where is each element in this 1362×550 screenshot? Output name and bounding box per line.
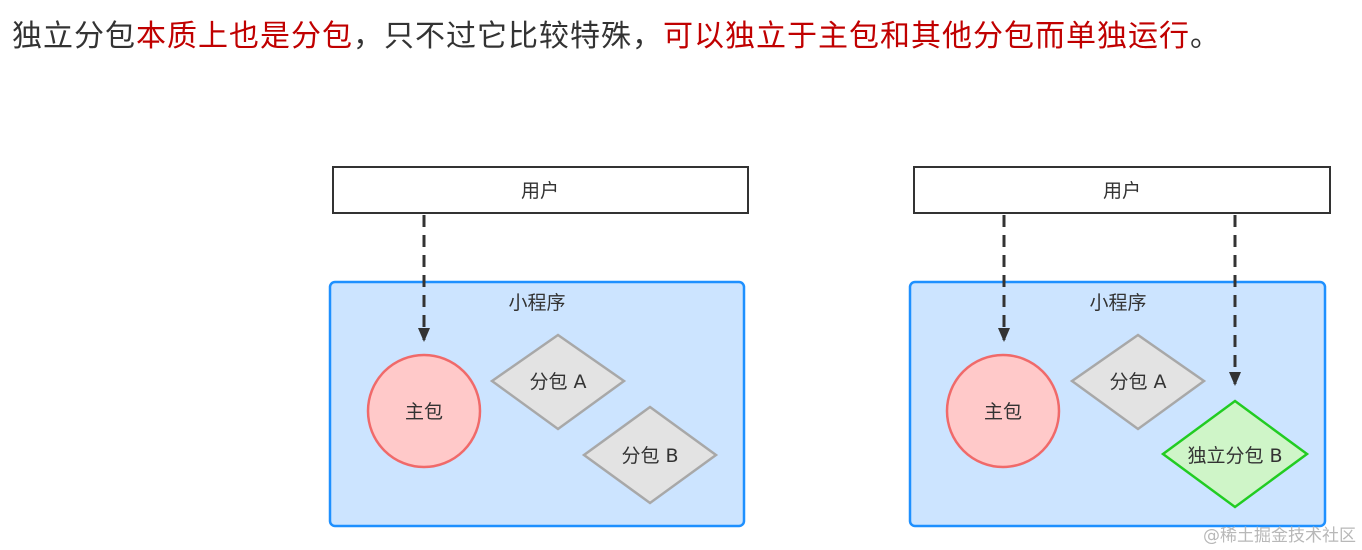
watermark: @稀土掘金技术社区 — [1203, 526, 1356, 546]
right-container-label: 小程序 — [1089, 292, 1146, 314]
right-subpackage-a — [1069, 333, 1207, 431]
right-diagram: 用户 小程序 主包 分包 A 独立分包 B — [908, 166, 1331, 528]
right-subpackage-a-label: 分包 A — [1109, 371, 1166, 393]
left-subpackage-b — [581, 405, 719, 505]
right-user-label: 用户 — [1103, 180, 1141, 202]
right-independent-subpackage-b — [1160, 399, 1310, 509]
left-container-label: 小程序 — [508, 292, 565, 314]
headline-emphasis-1: 本质上也是分包 — [136, 19, 353, 54]
right-user-box — [913, 166, 1331, 214]
right-main-package-label: 主包 — [984, 401, 1022, 423]
left-subpackage-a-label: 分包 A — [529, 371, 586, 393]
left-user-label: 用户 — [521, 180, 559, 202]
left-diagram: 用户 小程序 主包 分包 A 分包 B — [328, 166, 749, 528]
left-subpackage-b-label: 分包 B — [621, 445, 678, 467]
left-main-package-label: 主包 — [405, 401, 443, 423]
headline: 独立分包本质上也是分包，只不过它比较特殊，可以独立于主包和其他分包而单独运行。 — [12, 14, 1221, 60]
headline-emphasis-2: 可以独立于主包和其他分包而单独运行 — [663, 19, 1190, 54]
right-independent-subpackage-b-label: 独立分包 B — [1187, 445, 1282, 467]
headline-text-1: 独立分包 — [12, 19, 136, 54]
headline-text-2: ，只不过它比较特殊， — [353, 19, 663, 54]
left-subpackage-a — [489, 333, 627, 431]
right-main-package — [945, 353, 1061, 469]
left-user-box — [332, 166, 749, 214]
left-main-package — [366, 353, 482, 469]
headline-text-3: 。 — [1190, 19, 1221, 54]
